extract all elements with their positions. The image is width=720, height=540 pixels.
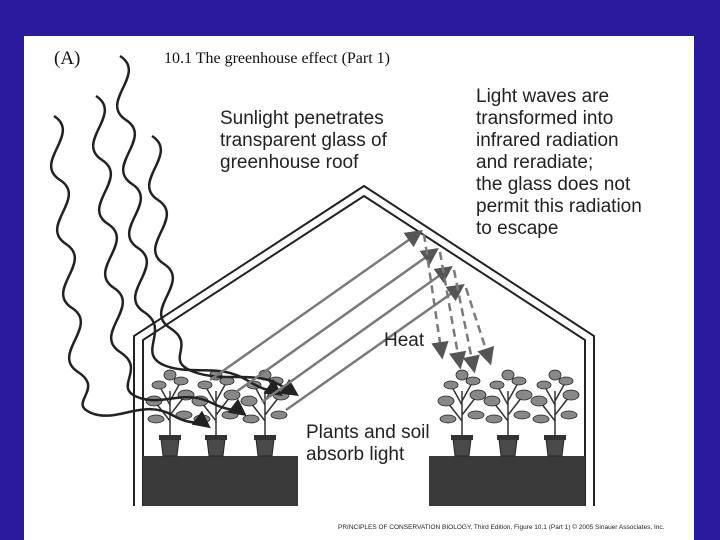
callout-line: the glass does not: [476, 174, 631, 195]
panel-label: (A): [54, 48, 81, 69]
figure-credit: PRINCIPLES OF CONSERVATION BIOLOGY, Thir…: [338, 524, 665, 531]
sunlight-wave-icon: [147, 134, 299, 396]
plant-pot-icon: [191, 369, 241, 457]
callout-line: permit this radiation: [476, 196, 642, 217]
callout-line: transparent glass of: [220, 130, 387, 151]
plant-pot-icon: [530, 369, 580, 457]
figure-title: 10.1 The greenhouse effect (Part 1): [164, 50, 390, 67]
callout-infrared: Light waves are transformed into infrare…: [476, 86, 642, 240]
greenhouse-frame: [133, 184, 595, 506]
greenhouse-illustration: [49, 54, 595, 506]
plant-pot-icon: [483, 369, 533, 457]
heat-arrow-icon: [235, 247, 439, 394]
heat-arrows: [209, 229, 465, 412]
infrared-arrows: [422, 233, 495, 374]
sunlight-wave-icon: [115, 54, 283, 396]
callout-line: and reradiate;: [476, 152, 594, 173]
heat-arrow-icon: [209, 229, 423, 382]
heat-arrow-icon: [261, 265, 453, 404]
plants-right: [437, 369, 580, 457]
infrared-arrow-icon: [438, 251, 467, 370]
callout-line: Sunlight penetrates: [220, 108, 384, 129]
sunlight-wave-icon: [91, 94, 247, 417]
slide: (A) 10.1 The greenhouse effect (Part 1) …: [24, 36, 694, 540]
plant-pot-icon: [437, 369, 487, 457]
callout-line: infrared radiation: [476, 130, 619, 151]
callout-line: Heat: [384, 330, 425, 351]
callout-plants: Plants and soil absorb light: [306, 422, 430, 466]
callout-line: greenhouse roof: [220, 152, 359, 173]
callout-line: to escape: [476, 218, 559, 239]
callout-sunlight: Sunlight penetrates transparent glass of…: [220, 108, 387, 174]
heat-arrow-icon: [285, 283, 465, 412]
callout-line: absorb light: [306, 444, 405, 465]
sunlight-waves: [49, 54, 299, 429]
callout-heat: Heat: [384, 330, 424, 352]
callout-line: Plants and soil: [306, 422, 430, 443]
callout-line: transformed into: [476, 108, 614, 129]
infrared-arrow-icon: [422, 233, 449, 360]
infrared-arrow-icon: [452, 269, 480, 374]
sunlight-wave-icon: [49, 114, 211, 429]
callout-line: Light waves are: [476, 86, 610, 107]
soil-bed-left: [143, 456, 298, 506]
soil-bed-right: [429, 456, 585, 506]
